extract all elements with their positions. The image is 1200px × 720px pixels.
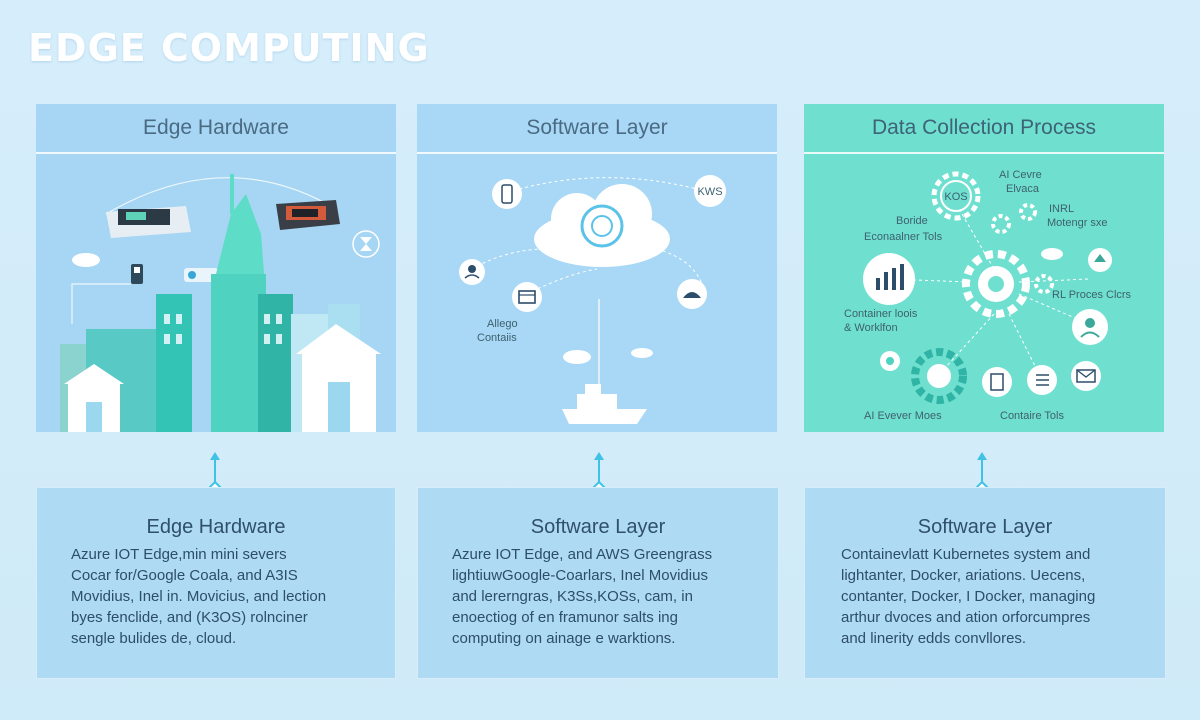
mail-icon (1071, 361, 1101, 391)
gear-icon-right (1034, 274, 1054, 294)
sensor-icon (131, 264, 143, 284)
user-icon (459, 259, 485, 285)
ai-evever-label: AI Evever Moes (864, 410, 942, 422)
contaire-label: Contaire Tols (1000, 410, 1064, 422)
kws-badge: KWS (694, 175, 726, 207)
inrl-label: INRL (1049, 203, 1074, 215)
kos-label: KOS (944, 191, 967, 203)
card-line: sengle bulides de, cloud. (71, 630, 237, 647)
motengr-label: Motengr sxe (1047, 217, 1108, 229)
kos-gear-icon: KOS (931, 171, 981, 221)
hourglass-icon (352, 230, 380, 258)
data-collection-panel: Data Collection Process KOS AI Cevre Elv… (804, 104, 1164, 432)
router-icon (677, 279, 707, 309)
card-title: Software Layer (917, 516, 1053, 538)
software-layer-card: Software Layer Azure IOT Edge, and AWS G… (417, 487, 779, 679)
card-line: and lererngras, K3Ss,KOSs, cam, in (452, 588, 693, 605)
container-loois-label: Container loois (844, 308, 918, 320)
bird-icon (1088, 248, 1112, 272)
card-line: Azure IOT Edge,min mini severs (71, 546, 287, 563)
cloud-icon (534, 184, 670, 267)
central-gear-icon (962, 250, 1030, 318)
house-icon-right (296, 324, 381, 432)
card-line: enoectiog of en framunor salts ing (452, 609, 678, 626)
card-line: Containevlatt Kubernetes system and (841, 546, 1091, 563)
workflow-label: & Worklfon (844, 322, 898, 334)
elvaca-label: Elvaca (1006, 183, 1040, 195)
server-icon (512, 282, 542, 312)
cloud-icon (72, 253, 100, 267)
ship-icon (562, 384, 647, 424)
software-layer-panel: Software Layer KWS (417, 104, 777, 432)
dot-icon (880, 351, 900, 371)
card-line: arthur dvoces and ation orforcumpres (841, 609, 1091, 626)
kws-label: KWS (697, 186, 722, 198)
card-description: Azure IOT Edge,min mini severs Cocar for… (71, 544, 375, 649)
card-title: Software Layer (530, 516, 666, 538)
ai-cevre-label: AI Cevre (999, 169, 1042, 181)
cloud-icon (1041, 248, 1063, 260)
edge-device-icon (106, 206, 191, 238)
gear-icon-small (991, 203, 1037, 234)
person-icon (1072, 309, 1108, 345)
edge-hardware-illustration (60, 174, 381, 432)
econaalner-label: Econaalner Tols (864, 231, 943, 243)
boride-label: Boride (896, 215, 928, 227)
card-line: Azure IOT Edge, and AWS Greengrass (452, 546, 713, 563)
house-icon-left (64, 364, 124, 432)
card-line: lightiuwGoogle-Coarlars, Inel Movidius (452, 567, 708, 584)
card-description: Azure IOT Edge, and AWS Greengrass light… (452, 544, 758, 649)
card-line: computing on ainage e warktions. (452, 630, 676, 647)
smartphone-icon (492, 179, 522, 209)
gpu-module-icon (276, 200, 340, 230)
data-collection-illustration: KOS AI Cevre Elvaca Boride Econaalner To… (844, 169, 1132, 422)
allego-label: Allego (487, 318, 518, 330)
card-line: lightanter, Docker, ariations. Uecens, (841, 567, 1086, 584)
card-title: Edge Hardware (146, 516, 286, 538)
clipboard-icon (982, 367, 1012, 397)
edge-hardware-panel: Edge Hardware (36, 104, 396, 432)
software-layer-illustration: KWS Allego Contaiis (459, 175, 726, 424)
rl-proces-label: RL Proces Clcrs (1052, 289, 1132, 301)
card-description: Containevlatt Kubernetes system and ligh… (841, 544, 1145, 649)
edge-hardware-card: Edge Hardware Azure IOT Edge,min mini se… (36, 487, 396, 679)
card-line: Cocar for/Google Coala, and A3IS (71, 567, 298, 584)
card-line: Movidius, Inel in. Movicius, and lection (71, 588, 327, 605)
card-line: and linerity edds convllores. (841, 630, 1027, 647)
small-cloud-icon (563, 348, 653, 364)
page-title: EDGE COMPUTING (28, 26, 430, 70)
chart-icon (863, 253, 915, 305)
card-line: byes fenclide, and (K3OS) rolnciner (71, 609, 308, 626)
camera-icon (184, 268, 218, 282)
card-line: contanter, Docker, I Docker, managing (841, 588, 1096, 605)
software-layer-card-2: Software Layer Containevlatt Kubernetes … (804, 487, 1166, 679)
contaiis-label: Contaiis (477, 332, 517, 344)
panel-heading: Software Layer (417, 104, 777, 154)
list-icon (1027, 365, 1057, 395)
ring-gear-icon (911, 348, 967, 404)
panel-heading: Data Collection Process (804, 104, 1164, 154)
panel-heading: Edge Hardware (36, 104, 396, 154)
